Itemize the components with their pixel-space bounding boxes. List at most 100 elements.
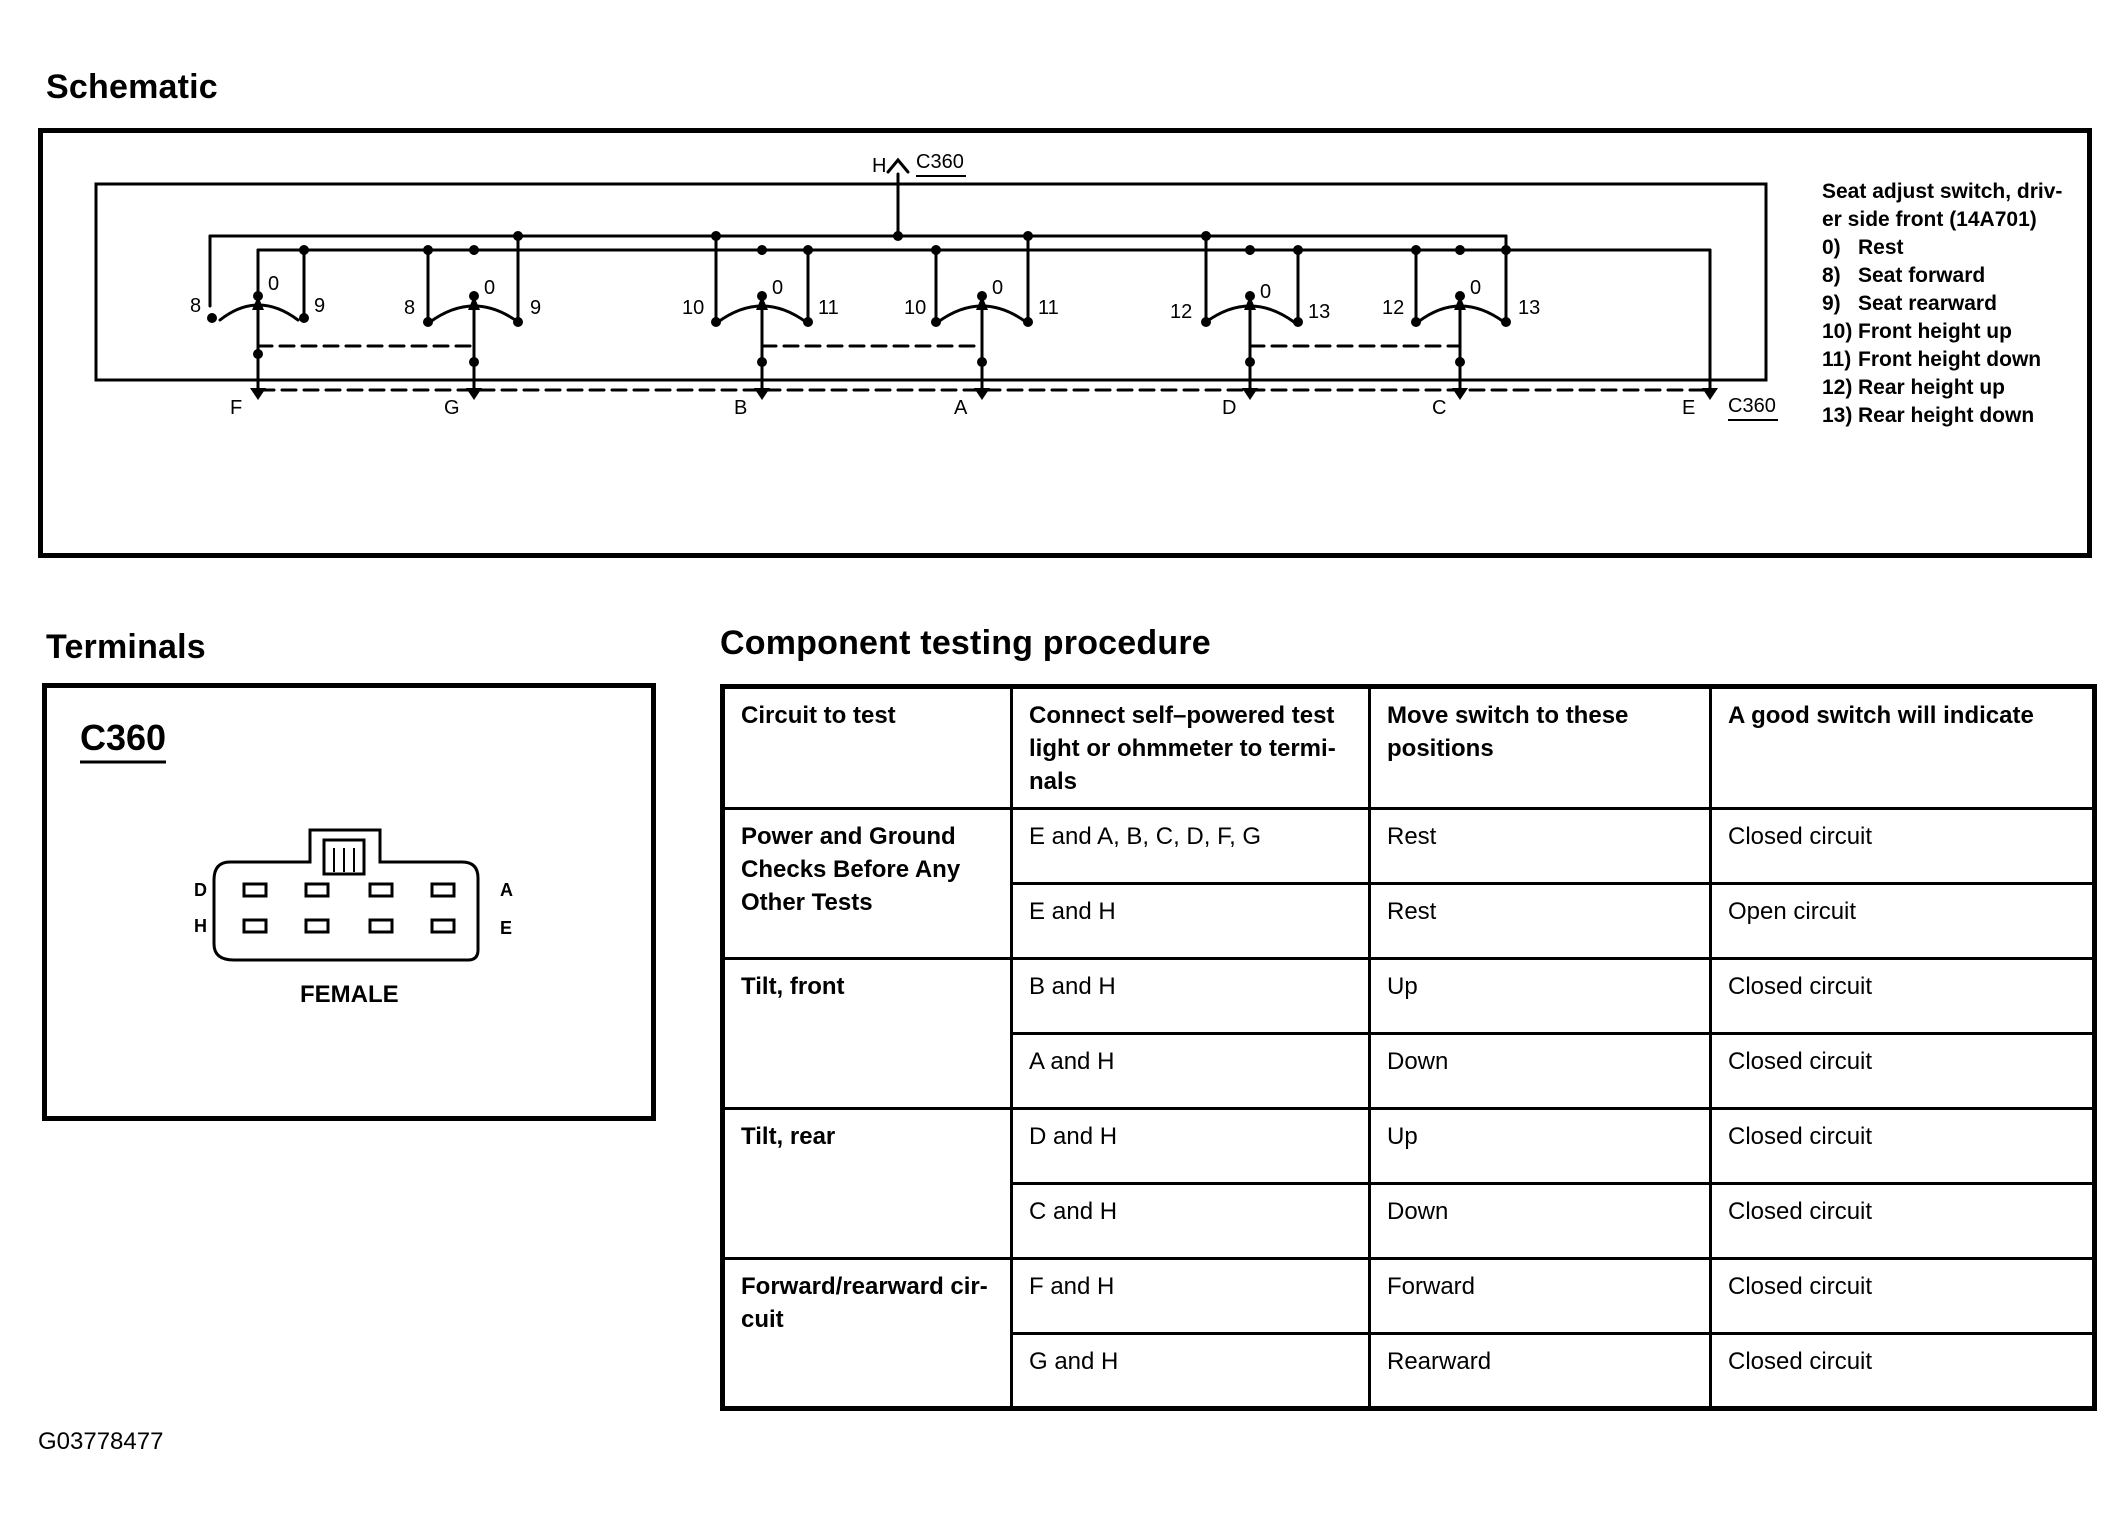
terminals-cell: A and H [1010, 1032, 1371, 1110]
terminal-pin-d: D [194, 880, 207, 900]
connector-label-top: C360 [916, 151, 964, 173]
svg-text:12: 12 [1382, 297, 1404, 319]
svg-text:0: 0 [772, 277, 783, 299]
terminal-pin-a: A [500, 880, 513, 900]
header-move: Move switch to these positions [1368, 685, 1712, 810]
pin-label-h: H [872, 155, 886, 177]
header-circuit: Circuit to test [721, 685, 1013, 810]
svg-text:0: 0 [268, 273, 279, 295]
svg-text:9: 9 [314, 295, 325, 317]
terminals-cell: F and H [1010, 1257, 1371, 1335]
pin-label-a: A [954, 397, 968, 419]
switch-position-labels: 8 0 9 8 0 9 10 0 11 10 0 11 12 0 13 12 0… [190, 273, 1540, 323]
position-cell: Down [1368, 1182, 1712, 1260]
pin-label-d: D [1222, 397, 1236, 419]
schematic-title: Schematic [46, 68, 218, 106]
svg-text:Seat forward: Seat forward [1858, 264, 1985, 287]
table-row: Tilt, front B and H Up Closed circuit [721, 957, 2096, 1110]
result-cell: Open circuit [1709, 882, 2096, 960]
connector-label-bottom: C360 [1728, 395, 1776, 417]
svg-text:11: 11 [1038, 297, 1059, 319]
circuit-cell: Power and Ground Checks Before Any Other… [721, 807, 1013, 960]
header-result: A good switch will indicate [1709, 685, 2096, 810]
table-row: E and H Rest Open circuit [723, 882, 2096, 960]
svg-text:0: 0 [1260, 281, 1271, 303]
svg-text:0: 0 [992, 277, 1003, 299]
svg-text:11: 11 [818, 297, 839, 319]
svg-text:10): 10) [1822, 320, 1852, 343]
svg-text:0: 0 [484, 277, 495, 299]
result-cell: Closed circuit [1709, 957, 2096, 1035]
result-cell: Closed circuit [1709, 807, 2096, 885]
svg-text:10: 10 [904, 297, 926, 319]
svg-text:0: 0 [1470, 277, 1481, 299]
svg-text:9): 9) [1822, 292, 1841, 315]
svg-text:Rear height up: Rear height up [1858, 376, 2005, 399]
header-connect: Connect self–powered test light or ohmme… [1010, 685, 1371, 810]
position-cell: Rearward [1368, 1332, 1712, 1410]
svg-text:8): 8) [1822, 264, 1841, 287]
terminal-gender-label: FEMALE [300, 981, 399, 1008]
svg-text:13: 13 [1518, 297, 1540, 319]
position-cell: Rest [1368, 882, 1712, 960]
svg-text:Seat rearward: Seat rearward [1858, 292, 1997, 315]
terminals-connector-name: C360 [80, 717, 166, 758]
svg-text:8: 8 [190, 295, 201, 317]
table-row: Tilt, rear D and H Up Closed circuit [721, 1107, 2096, 1260]
procedure-title: Component testing procedure [720, 624, 1211, 662]
svg-text:11): 11) [1822, 348, 1851, 371]
position-cell: Rest [1368, 807, 1712, 885]
svg-text:Rest: Rest [1858, 236, 1904, 259]
pin-label-e: E [1682, 397, 1695, 419]
result-cell: Closed circuit [1709, 1257, 2096, 1335]
svg-text:10: 10 [682, 297, 704, 319]
position-cell: Forward [1368, 1257, 1712, 1335]
table-row: G and H Rearward Closed circuit [723, 1332, 2096, 1410]
result-cell: Closed circuit [1709, 1032, 2096, 1110]
result-cell: Closed circuit [1709, 1107, 2096, 1185]
svg-text:12): 12) [1822, 376, 1852, 399]
table-row: Forward/rearward cir-cuit F and H Forwar… [721, 1257, 2096, 1410]
terminals-cell: C and H [1010, 1182, 1371, 1260]
svg-text:Rear height down: Rear height down [1858, 404, 2034, 427]
svg-text:Front height up: Front height up [1858, 320, 2012, 343]
junction-dots [207, 231, 1511, 367]
pin-label-g: G [444, 397, 460, 419]
terminal-pin-e: E [500, 918, 512, 938]
legend-title-line2: er side front (14A701) [1822, 208, 2037, 231]
schematic-panel [38, 128, 2092, 558]
terminals-cell: G and H [1010, 1332, 1371, 1410]
terminals-title: Terminals [46, 628, 206, 666]
h-connector-arrow [886, 157, 910, 174]
table-row: A and H Down Closed circuit [723, 1032, 2096, 1110]
position-cell: Down [1368, 1032, 1712, 1110]
svg-text:13): 13) [1822, 404, 1852, 427]
terminal-pin-h: H [194, 916, 207, 936]
terminals-cell: E and A, B, C, D, F, G [1010, 807, 1371, 885]
circuit-cell: Tilt, front [721, 957, 1013, 1110]
svg-text:9: 9 [530, 297, 541, 319]
svg-text:8: 8 [404, 297, 415, 319]
svg-text:13: 13 [1308, 301, 1330, 323]
switch-body-outline [94, 182, 1768, 382]
circuit-cell: Tilt, rear [721, 1107, 1013, 1260]
figure-id: G03778477 [38, 1428, 164, 1455]
terminals-cell: D and H [1010, 1107, 1371, 1185]
result-cell: Closed circuit [1709, 1182, 2096, 1260]
terminals-cell: B and H [1010, 957, 1371, 1035]
svg-text:Front height down: Front height down [1858, 348, 2041, 371]
pin-label-f: F [230, 397, 242, 419]
terminals-panel [42, 683, 656, 1121]
svg-text:12: 12 [1170, 301, 1192, 323]
result-cell: Closed circuit [1709, 1332, 2096, 1410]
component-testing-table: Circuit to test Connect self–powered tes… [720, 684, 2097, 1411]
table-row: C and H Down Closed circuit [723, 1182, 2096, 1260]
schematic-legend: Seat adjust switch, driv- er side front … [1822, 180, 2062, 427]
c360-connector-drawing: C360 D H A E FEMALE [80, 717, 513, 1008]
circuit-cell: Forward/rearward cir-cuit [721, 1257, 1013, 1410]
position-cell: Up [1368, 1107, 1712, 1185]
legend-title-line1: Seat adjust switch, driv- [1822, 180, 2062, 203]
table-row: Power and Ground Checks Before Any Other… [721, 807, 2096, 960]
svg-text:0): 0) [1822, 236, 1841, 259]
